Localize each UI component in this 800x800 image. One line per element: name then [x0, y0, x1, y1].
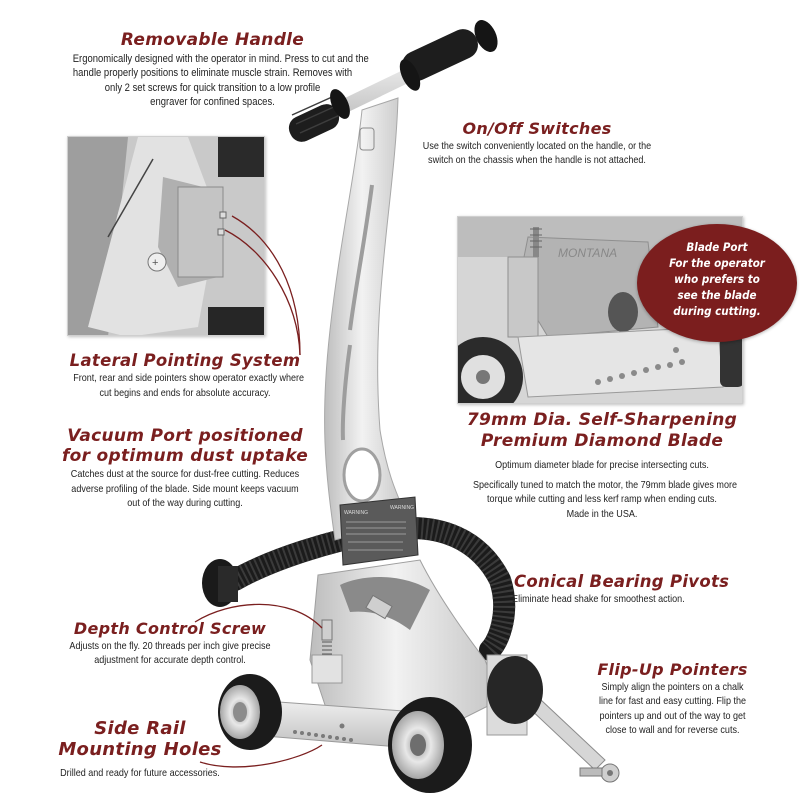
description-line: adverse profiling of the blade. Side mou… — [71, 482, 299, 495]
feature-description: Ergonomically designed with the operator… — [72, 52, 369, 110]
feature-description: Front, rear and side pointers show opera… — [73, 371, 305, 400]
feature-description: Simply align the pointers on a chalk lin… — [597, 680, 748, 738]
wheel-rear-left — [218, 674, 282, 750]
feature-side-rail-mounting-holes: Side Rail Mounting Holes Drilled and rea… — [55, 718, 225, 781]
side-rail-holes — [293, 723, 353, 742]
feature-description-secondary: Specifically tuned to match the motor, t… — [473, 478, 738, 522]
feature-lateral-pointing-system: Lateral Pointing System Front, rear and … — [55, 351, 315, 400]
description-line: only 2 set screws for quick transition t… — [104, 81, 321, 94]
description-line: pointers up and out of the way to get — [599, 709, 746, 722]
feature-description: Drilled and ready for future accessories… — [55, 766, 220, 781]
feature-description: Catches dust at the source for dust-free… — [69, 467, 301, 511]
description-line: engraver for confined spaces. — [150, 96, 275, 109]
description-line: Optimum diameter blade for precise inter… — [495, 459, 709, 471]
description-line: adjustment for accurate depth control. — [94, 654, 246, 667]
feature-title: 79mm Dia. Self-Sharpening Premium Diamon… — [452, 410, 752, 452]
description-line: switch on the chassis when the handle is… — [428, 154, 646, 167]
feature-title: Side Rail Mounting Holes — [55, 718, 225, 760]
description-line: Eliminate head shake for smoothest actio… — [512, 593, 685, 606]
feature-diamond-blade: 79mm Dia. Self-Sharpening Premium Diamon… — [452, 410, 752, 521]
description-line: Adjusts on the fly. 20 threads per inch … — [69, 639, 271, 652]
description-line: line for fast and easy cutting. Flip the — [598, 695, 747, 708]
description-line: Drilled and ready for future accessories… — [60, 767, 220, 779]
plate-label-right: WARNING — [390, 505, 414, 511]
description-line: Use the switch conveniently located on t… — [422, 139, 652, 152]
feature-on-off-switches: On/Off Switches Use the switch convenien… — [402, 120, 672, 168]
feature-conical-bearing-pivots: Conical Bearing Pivots Eliminate head sh… — [500, 572, 740, 607]
inset-photo-pointer-detail: + — [67, 136, 265, 336]
description-line: Specifically tuned to match the motor, t… — [473, 478, 738, 491]
svg-text:+: + — [152, 257, 158, 269]
description-line: cut begins and ends for absolute accurac… — [99, 386, 271, 399]
blade-port-title: Blade Port — [686, 240, 748, 254]
blade-port-callout: Blade Port For the operator who prefers … — [637, 224, 797, 342]
feature-flip-up-pointers: Flip-Up Pointers Simply align the pointe… — [585, 661, 760, 738]
inset-logo-text: MONTANA — [558, 246, 617, 260]
title-line: Side Rail — [94, 718, 186, 739]
feature-title: Vacuum Port positioned for optimum dust … — [50, 426, 320, 466]
feature-vacuum-port: Vacuum Port positioned for optimum dust … — [50, 426, 320, 511]
feature-removable-handle: Removable Handle Ergonomically designed … — [50, 31, 375, 110]
feature-description: Eliminate head shake for smoothest actio… — [500, 592, 706, 607]
feature-depth-control-screw: Depth Control Screw Adjusts on the fly. … — [50, 620, 290, 668]
blade-port-line: For the operator — [669, 256, 765, 270]
description-line: handle properly positions to eliminate m… — [72, 67, 353, 80]
feature-title: Flip-Up Pointers — [597, 660, 748, 679]
description-line: torque while cutting and less kerf ramp … — [487, 493, 717, 505]
title-line: Premium Diamond Blade — [480, 431, 724, 451]
blade-port-line: during cutting. — [673, 304, 761, 318]
description-line: Catches dust at the source for dust-free… — [70, 468, 300, 480]
description-line: close to wall and for reverse cuts. — [605, 724, 740, 737]
feature-description: Adjusts on the fly. 20 threads per inch … — [67, 639, 273, 668]
title-line: Mounting Holes — [58, 739, 222, 760]
feature-description: Use the switch conveniently located on t… — [421, 139, 653, 168]
feature-title: Conical Bearing Pivots — [514, 572, 730, 591]
title-line: for optimum dust uptake — [61, 446, 309, 466]
description-line: out of the way during cutting. — [127, 497, 243, 509]
handle-arm — [324, 97, 409, 541]
title-line: Vacuum Port positioned — [67, 426, 303, 446]
plate-label-left: WARNING — [344, 510, 368, 516]
feature-description-primary: Optimum diameter blade for precise inter… — [473, 458, 731, 473]
title-line: 79mm Dia. Self-Sharpening — [466, 410, 738, 430]
description-line: Front, rear and side pointers show opera… — [73, 372, 305, 385]
blade-port-line: see the blade — [677, 288, 757, 302]
feature-title: Removable Handle — [120, 30, 305, 50]
feature-title: Lateral Pointing System — [69, 351, 301, 370]
warning-plate: WARNING WARNING — [339, 496, 419, 566]
pointer-detail-illustration: + — [68, 137, 264, 335]
wheel-rear-right — [487, 656, 543, 724]
feature-title: On/Off Switches — [462, 119, 612, 138]
description-line: Ergonomically designed with the operator… — [72, 52, 369, 65]
blade-port-line: who prefers to — [674, 272, 760, 286]
wheel-front — [388, 697, 472, 793]
description-line: Simply align the pointers on a chalk — [601, 680, 744, 693]
description-line: Made in the USA. — [566, 507, 638, 520]
feature-title: Depth Control Screw — [73, 619, 267, 638]
